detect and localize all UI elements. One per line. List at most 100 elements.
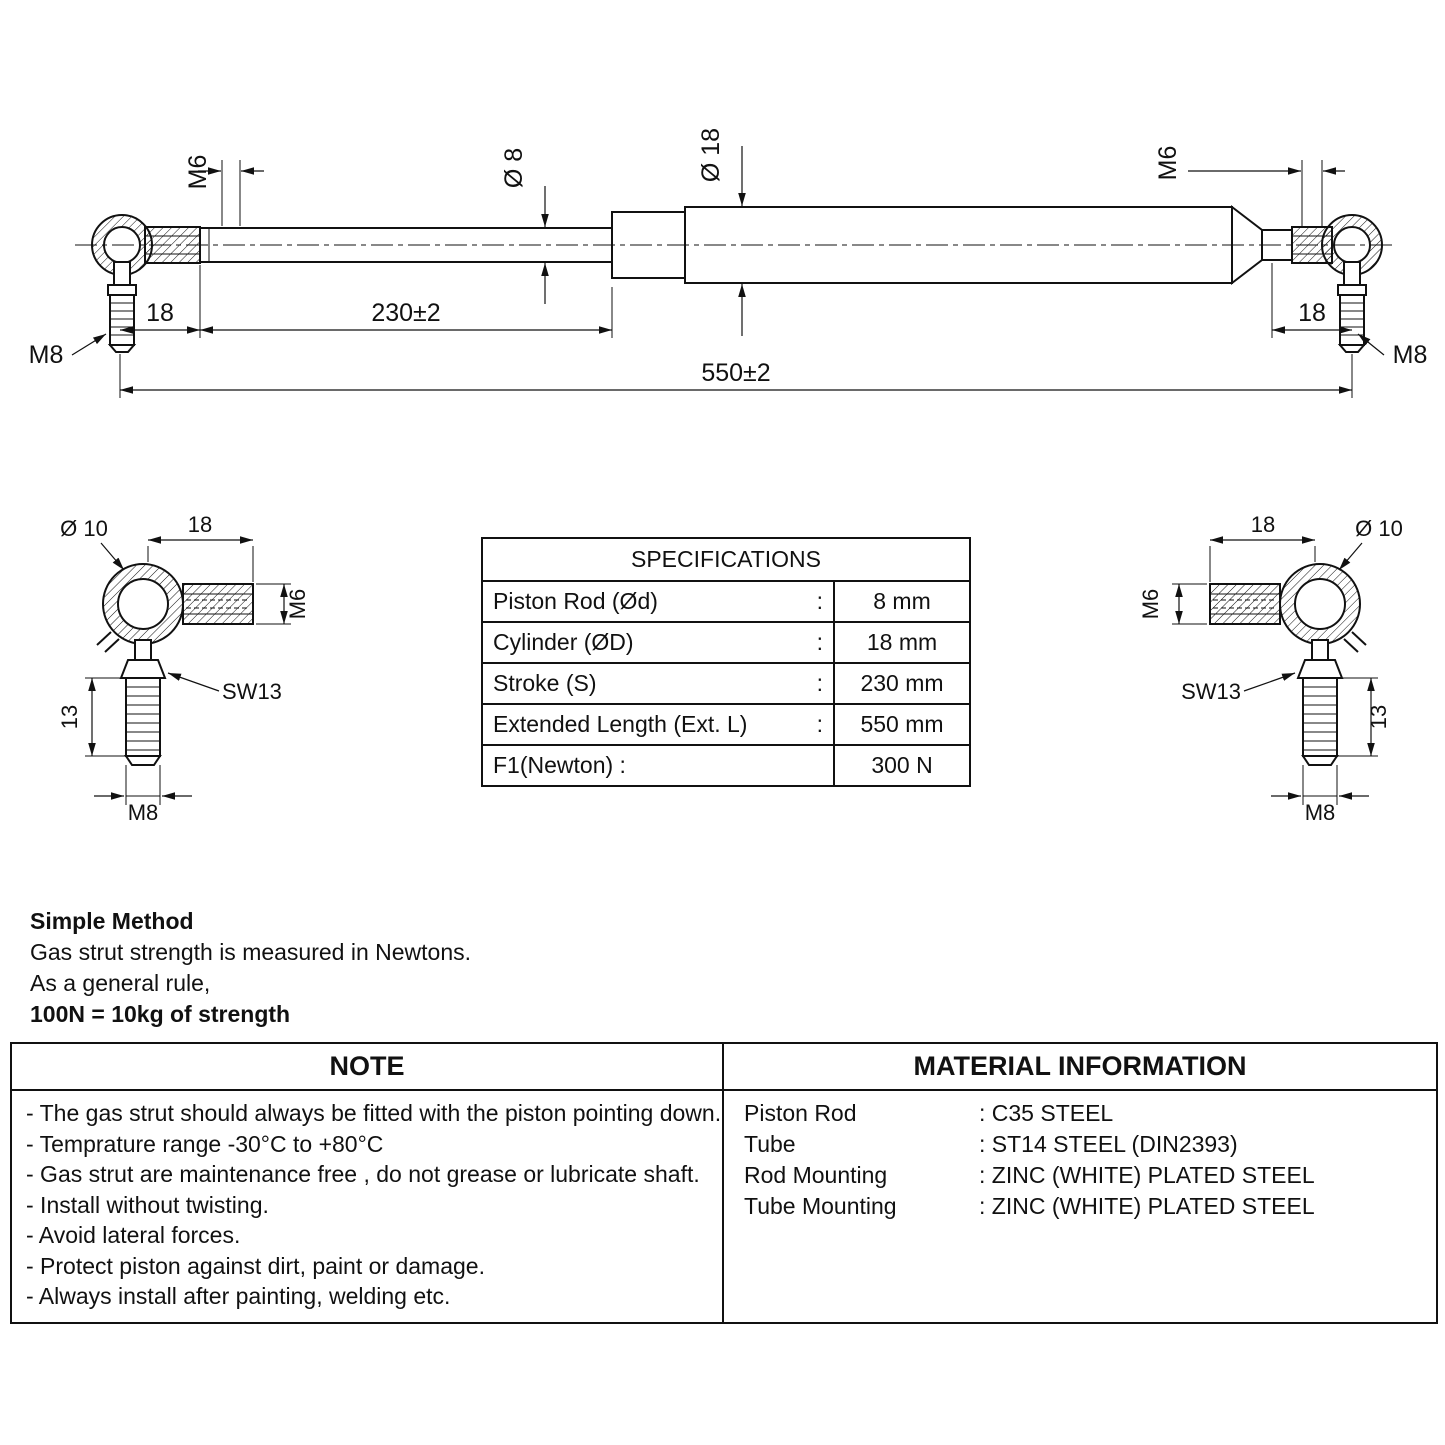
detail-m6-label: M6	[285, 589, 310, 620]
label-dia-8: Ø 8	[500, 148, 549, 304]
m8-left-label: M8	[29, 341, 64, 369]
spec-label-text: Extended Length (Ext. L)	[493, 711, 748, 737]
detail-m8: M8	[94, 765, 192, 825]
note-line: - Install without twisting.	[26, 1191, 269, 1218]
stud-thread-lines	[126, 686, 160, 751]
materials-list: Piston Rod : C35 STEEL Tube : ST14 STEEL…	[724, 1091, 1436, 1322]
detail-sw13-label: SW13	[222, 679, 282, 704]
note-header: NOTE	[12, 1044, 724, 1089]
m6-right-label: M6	[1154, 146, 1182, 181]
detail-18-label: 18	[1251, 512, 1275, 537]
material-header: MATERIAL INFORMATION	[913, 1051, 1247, 1081]
socket-ball	[1294, 578, 1346, 630]
main-drawing: 18 230±2 18 550±2 M8 M8 M6 Ø 8 Ø 18	[29, 128, 1428, 398]
dim-stroke-label: 230±2	[371, 299, 440, 327]
detail-m8: M8	[1271, 765, 1369, 825]
note-table-header: NOTE MATERIAL INFORMATION	[12, 1044, 1436, 1091]
note-line: - Avoid lateral forces.	[26, 1222, 241, 1248]
detail-m6: M6	[1138, 583, 1207, 625]
specifications-title: SPECIFICATIONS	[483, 539, 969, 582]
spec-row-piston-rod: Piston Rod (Ød) : 8 mm	[483, 582, 969, 623]
detail-dia-10: Ø 10	[1338, 516, 1403, 571]
dim-left-18-label: 18	[146, 299, 174, 327]
note-line: - Temprature range -30°C to +80°C	[26, 1130, 384, 1157]
detail-dia-10: Ø 10	[60, 516, 125, 571]
threaded-connector	[182, 583, 254, 625]
label-m8-left: M8	[29, 333, 107, 369]
stud-thread	[125, 677, 161, 757]
label-m6-left: M6	[184, 155, 264, 226]
threaded-connector	[1209, 583, 1281, 625]
m8-right-label: M8	[1393, 341, 1428, 369]
simple-method-block: Simple Method Gas strut strength is meas…	[30, 906, 471, 1030]
spec-value: 230 mm	[860, 670, 944, 696]
material-row: Tube : ST14 STEEL (DIN2393)	[744, 1129, 1428, 1160]
right-socket-hatch	[1322, 215, 1383, 275]
simple-method-line3: 100N = 10kg of strength	[30, 1001, 291, 1027]
detail-dim-18: 18	[1209, 512, 1316, 582]
right-detail-geometry	[1209, 563, 1367, 766]
spec-value: 8 mm	[873, 588, 931, 614]
socket-ball	[117, 578, 169, 630]
material-value: : ST14 STEEL (DIN2393)	[979, 1131, 1238, 1157]
note-line: - Gas strut are maintenance free , do no…	[26, 1161, 700, 1187]
spec-label-text: Stroke (S)	[493, 670, 597, 696]
spec-label-text: Cylinder (ØD)	[493, 629, 634, 655]
detail-13-label: 13	[1366, 705, 1391, 729]
detail-m6: M6	[256, 583, 310, 625]
dia-8-label: Ø 8	[500, 148, 528, 188]
dim-overall-550: 550±2	[119, 354, 1353, 398]
dim-stroke-230: 230±2	[200, 287, 613, 338]
detail-dim-13: 13	[1337, 677, 1391, 757]
note-line: - Always install after painting, welding…	[26, 1283, 451, 1309]
spec-value: 18 mm	[866, 629, 938, 655]
cylinder-tube	[611, 206, 1233, 284]
spec-colon: :	[816, 670, 823, 696]
spec-colon: :	[816, 711, 823, 737]
material-row: Tube Mounting : ZINC (WHITE) PLATED STEE…	[744, 1191, 1428, 1222]
spec-colon: :	[816, 588, 823, 614]
note-material-table: NOTE MATERIAL INFORMATION - The gas stru…	[10, 1042, 1438, 1324]
spec-value: 300 N	[871, 752, 933, 778]
material-label: Tube Mounting	[744, 1193, 897, 1219]
left-socket-hatch	[92, 215, 153, 275]
left-detail-drawing: 18 Ø 10 M6 SW13 13 M8	[57, 512, 310, 825]
spec-label-text: Piston Rod (Ød)	[493, 588, 658, 614]
detail-sw13-label: SW13	[1181, 679, 1241, 704]
spec-row-f1-newton: F1(Newton) : 300 N	[483, 746, 969, 785]
material-value: : ZINC (WHITE) PLATED STEEL	[979, 1162, 1315, 1188]
detail-sw13: SW13	[1181, 672, 1296, 704]
retaining-clip	[1351, 631, 1367, 646]
detail-m8-label: M8	[128, 800, 159, 825]
specifications-table: SPECIFICATIONS Piston Rod (Ød) : 8 mm Cy…	[481, 537, 971, 787]
spec-value: 550 mm	[860, 711, 944, 737]
notes-list: - The gas strut should always be fitted …	[12, 1091, 724, 1322]
spec-row-extended-length: Extended Length (Ext. L) : 550 mm	[483, 705, 969, 746]
dia-18-label: Ø 18	[697, 128, 725, 182]
detail-m6-label: M6	[1138, 589, 1163, 620]
cylinder-body	[684, 206, 1233, 284]
right-detail-drawing: 18 Ø 10 M6 SW13 13 M8	[1138, 512, 1403, 825]
dim-overall-label: 550±2	[701, 359, 770, 387]
spec-colon: :	[816, 629, 823, 655]
material-label: Piston Rod	[744, 1100, 857, 1126]
m6-left-label: M6	[184, 155, 212, 190]
hex-flange	[1296, 659, 1344, 679]
dim-right-18: 18	[1271, 263, 1352, 338]
hex-flange	[119, 659, 167, 679]
detail-sw13: SW13	[167, 672, 282, 704]
material-label: Tube	[744, 1131, 796, 1157]
note-line: - Protect piston against dirt, paint or …	[26, 1252, 485, 1279]
label-m8-right: M8	[1357, 333, 1428, 369]
dim-left-18: 18	[120, 265, 201, 338]
stud-thread-lines	[1303, 686, 1337, 751]
spec-row-stroke: Stroke (S) : 230 mm	[483, 664, 969, 705]
material-row: Piston Rod : C35 STEEL	[744, 1098, 1428, 1129]
simple-method-title: Simple Method	[30, 908, 194, 934]
label-m6-right: M6	[1154, 146, 1345, 226]
spec-row-cylinder: Cylinder (ØD) : 18 mm	[483, 623, 969, 664]
label-dia-18: Ø 18	[697, 128, 746, 336]
simple-method-line1: Gas strut strength is measured in Newton…	[30, 939, 472, 965]
detail-dim-13: 13	[57, 677, 126, 757]
